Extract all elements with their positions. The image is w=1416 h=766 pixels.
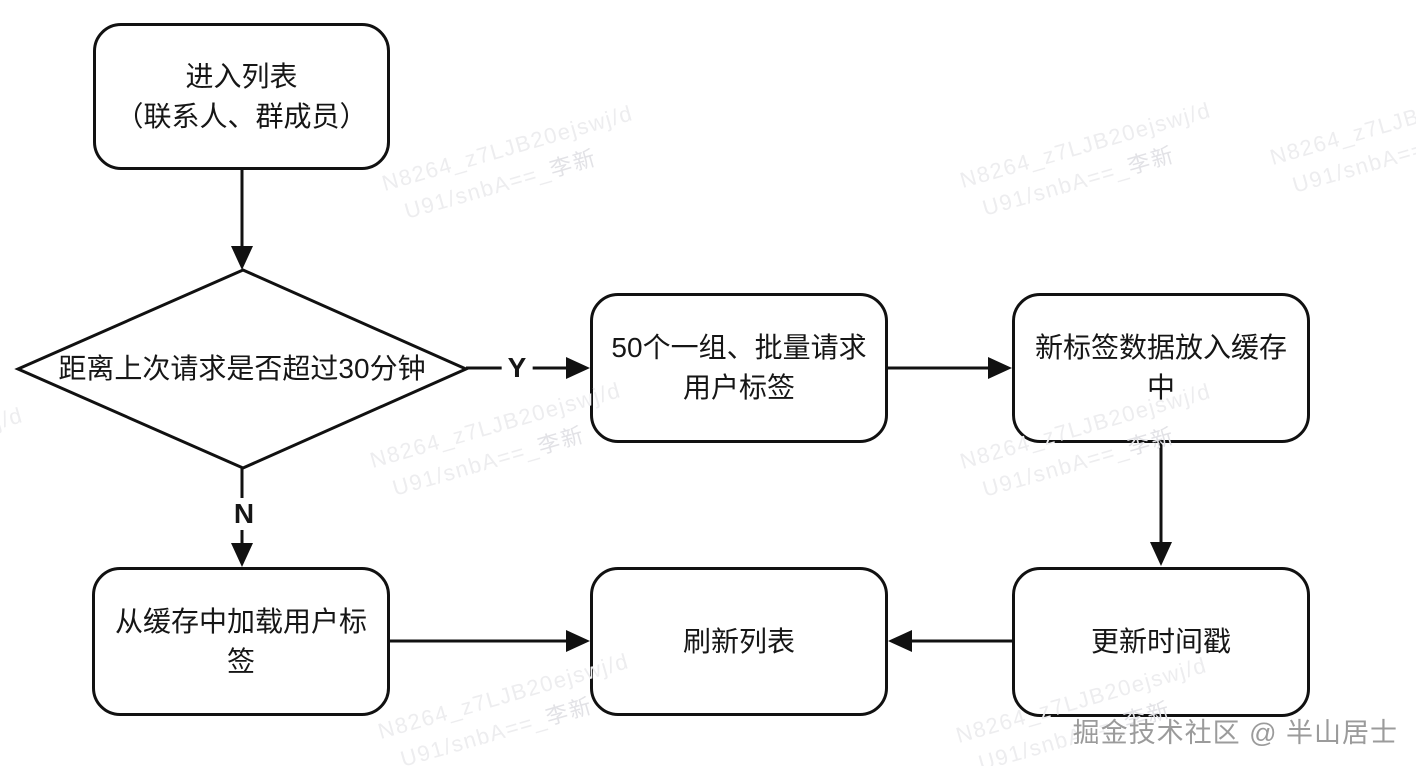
arrowhead-down-load bbox=[231, 543, 253, 567]
node-batch-request-line1: 50个一组、批量请求 bbox=[611, 332, 867, 363]
arrowhead-left-refresh bbox=[888, 630, 912, 652]
edge-label-no: N bbox=[227, 498, 261, 530]
node-load-from-cache-line2: 签 bbox=[226, 645, 255, 677]
node-update-timestamp-label: 更新时间戳 bbox=[1090, 626, 1231, 657]
arrowhead-down-timestamp bbox=[1150, 542, 1172, 566]
arrowhead-right-batch bbox=[566, 357, 590, 379]
edge-label-yes: Y bbox=[501, 352, 533, 384]
node-cache-put-line2: 中 bbox=[1146, 372, 1175, 403]
node-cache-put: 新标签数据放入缓存 中 bbox=[1012, 293, 1310, 443]
node-refresh-list: 刷新列表 bbox=[590, 567, 888, 716]
arrowhead-right-refresh bbox=[566, 630, 590, 652]
arrowhead-down-decision bbox=[231, 246, 253, 270]
node-enter-list: 进入列表 （联系人、群成员） bbox=[93, 23, 390, 170]
arrowhead-right-cacheput bbox=[988, 357, 1012, 379]
node-enter-list-line2: （联系人、群成员） bbox=[115, 100, 368, 132]
node-load-from-cache: 从缓存中加载用户标 签 bbox=[92, 567, 390, 716]
footer-credit: 掘金技术社区 @ 半山居士 bbox=[1072, 718, 1398, 748]
node-update-timestamp: 更新时间戳 bbox=[1012, 567, 1310, 717]
node-batch-request: 50个一组、批量请求 用户标签 bbox=[590, 293, 888, 443]
node-decision-label: 距离上次请求是否超过30分钟 bbox=[58, 353, 426, 384]
node-load-from-cache-line1: 从缓存中加载用户标 bbox=[114, 605, 367, 637]
node-refresh-list-label: 刷新列表 bbox=[682, 625, 795, 657]
node-batch-request-line2: 用户标签 bbox=[682, 372, 795, 403]
node-cache-put-line1: 新标签数据放入缓存 bbox=[1034, 332, 1287, 363]
node-enter-list-line1: 进入列表 bbox=[185, 60, 298, 92]
